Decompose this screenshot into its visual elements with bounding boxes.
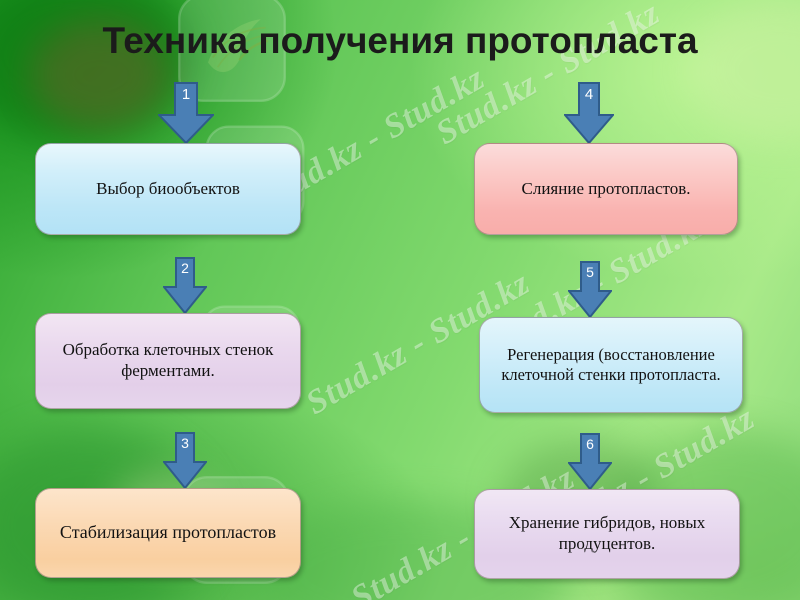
process-step-1-box: Выбор биообъектов <box>35 143 301 235</box>
process-step-6-label: Хранение гибридов, новых продуцентов. <box>508 513 706 553</box>
down-arrow-3-icon: 3 <box>163 432 207 489</box>
process-step-3-label: Стабилизация протопластов <box>59 522 277 543</box>
down-arrow-4-icon: 4 <box>564 82 614 144</box>
process-step-3-box: Стабилизация протопластов <box>35 488 301 578</box>
process-step-2-label: Обработка клеточных стенок ферментами. <box>62 340 274 380</box>
slide-title: Техника получения протопласта <box>102 20 698 61</box>
process-step-2-box: Обработка клеточных стенок ферментами. <box>35 313 301 409</box>
down-arrow-1-icon: 1 <box>158 82 214 144</box>
process-step-5-box: Регенерация (восстановление клеточной ст… <box>479 317 743 413</box>
process-step-5-label: Регенерация (восстановление клеточной ст… <box>501 344 721 384</box>
down-arrow-6-icon: 6 <box>568 433 612 490</box>
process-step-6-box: Хранение гибридов, новых продуцентов. <box>474 489 740 579</box>
foliage-blob <box>690 0 800 140</box>
down-arrow-5-icon: 5 <box>568 261 612 318</box>
hummingbird-logo-icon <box>172 0 292 108</box>
process-step-4-box: Слияние протопластов. <box>474 143 738 235</box>
process-step-4-label: Слияние протопластов. <box>521 178 691 198</box>
process-step-1-label: Выбор биообъектов <box>96 178 240 198</box>
down-arrow-2-icon: 2 <box>163 257 207 314</box>
